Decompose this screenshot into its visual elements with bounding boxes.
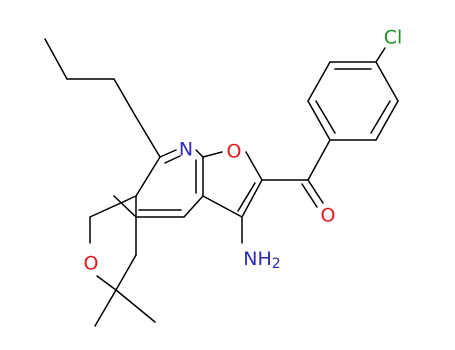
butyl-chain — [44, 38, 161, 158]
amine-nh-label: NH — [243, 248, 272, 270]
pyran-ring — [89, 195, 137, 291]
chlorophenyl-ring — [307, 47, 399, 141]
furan-oxygen-label: O — [227, 141, 242, 163]
chlorine-label: Cl — [384, 27, 403, 49]
furan-ring — [202, 151, 263, 218]
ketone-group — [261, 139, 331, 208]
pyridine-left-side — [135, 156, 161, 218]
amine-label: NH2 — [243, 248, 280, 273]
gem-dimethyl — [94, 289, 156, 327]
ketone-oxygen-label: O — [321, 205, 336, 227]
pyridine-nitrogen-label: N — [179, 139, 193, 161]
pyridine-ring — [113, 149, 204, 218]
amine-subscript: 2 — [272, 256, 281, 272]
pyran-oxygen-label: O — [84, 253, 99, 275]
